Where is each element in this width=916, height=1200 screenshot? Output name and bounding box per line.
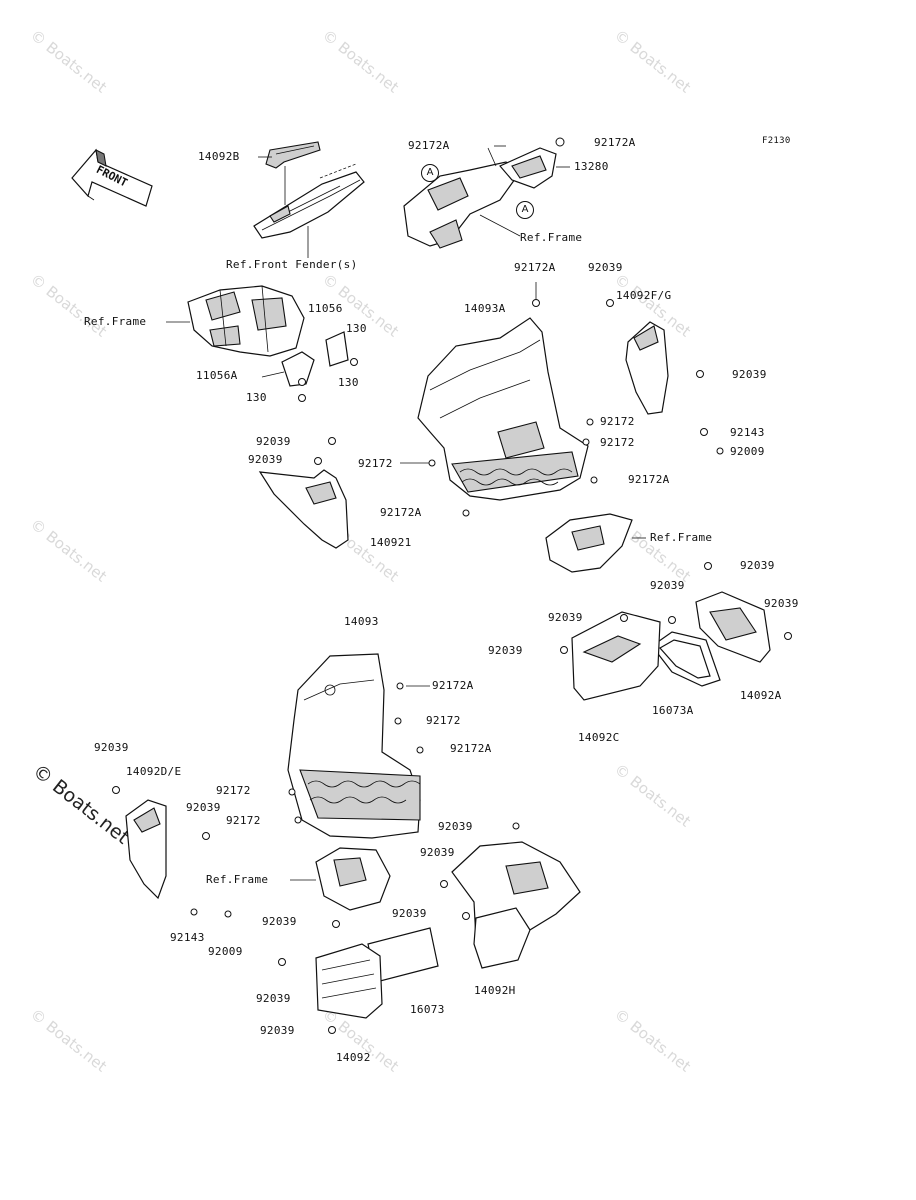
part-label: 92039: [260, 1024, 295, 1037]
frame-upper: [403, 147, 557, 249]
part-label: 92172A: [408, 139, 450, 152]
part-label: Ref.Front Fender(s): [226, 258, 358, 271]
part-label: 16073A: [652, 704, 694, 717]
part-label: 92039: [588, 261, 623, 274]
part-label: 92172A: [432, 679, 474, 692]
part-label: 16073: [410, 1003, 445, 1016]
part-label: 14092F/G: [616, 289, 672, 302]
part-label: 92143: [730, 426, 765, 439]
part-label: 92039: [392, 907, 427, 920]
part-14092h: [451, 841, 581, 969]
part-label: 92172A: [450, 742, 492, 755]
part-label: 92039: [262, 915, 297, 928]
part-label: 92039: [256, 435, 291, 448]
part-label: 14093A: [464, 302, 506, 315]
part-label: 14092A: [740, 689, 782, 702]
part-label: 130: [338, 376, 359, 389]
frame-left: [187, 285, 305, 357]
part-11056a: [281, 351, 315, 387]
part-label: 92039: [764, 597, 799, 610]
part-label: 92009: [208, 945, 243, 958]
part-label: 14093: [344, 615, 379, 628]
part-label: 92172A: [628, 473, 670, 486]
part-14092de: [125, 799, 167, 900]
part-14093: [287, 653, 421, 839]
part-label: 92172: [600, 415, 635, 428]
part-label: 92039: [248, 453, 283, 466]
part-label: 92039: [548, 611, 583, 624]
part-label: Ref.Frame: [650, 531, 713, 544]
part-label: 92039: [732, 368, 767, 381]
part-14092: [315, 943, 383, 1019]
part-label: 92039: [740, 559, 775, 572]
part-label: 92039: [256, 992, 291, 1005]
callout-a: A: [421, 164, 439, 182]
part-label: 92039: [488, 644, 523, 657]
part-14092fg: [625, 321, 669, 415]
part-label: 92143: [170, 931, 205, 944]
part-14093a: [417, 317, 589, 501]
part-label: 14092D/E: [126, 765, 182, 778]
part-label: 11056: [308, 302, 343, 315]
part-label: 14092C: [578, 731, 620, 744]
part-label: 14092H: [474, 984, 516, 997]
part-14092b: [265, 141, 321, 169]
part-label: 92039: [94, 741, 129, 754]
frame-bottom: [315, 847, 391, 911]
part-14092a: [695, 591, 771, 663]
part-label: 92009: [730, 445, 765, 458]
part-label: 92172A: [514, 261, 556, 274]
part-label: 92172A: [380, 506, 422, 519]
part-label: 92172: [358, 457, 393, 470]
part-label: 92039: [650, 579, 685, 592]
part-16073a: [651, 631, 721, 687]
front-arrow-icon: [71, 148, 153, 207]
part-label: 130: [346, 322, 367, 335]
part-label: Ref.Frame: [84, 315, 147, 328]
part-11056: [325, 331, 349, 367]
part-label: 14092: [336, 1051, 371, 1064]
part-label: 92172A: [594, 136, 636, 149]
part-label: 92039: [420, 846, 455, 859]
frame-mid: [545, 513, 633, 573]
part-label: 92172: [426, 714, 461, 727]
part-14092c: [571, 611, 661, 701]
part-label: Ref.Frame: [206, 873, 269, 886]
callout-a: A: [516, 201, 534, 219]
part-label: 13280: [574, 160, 609, 173]
part-label: 14092B: [198, 150, 240, 163]
part-label: 92172: [600, 436, 635, 449]
part-label: Ref.Frame: [520, 231, 583, 244]
part-label: 92039: [186, 801, 221, 814]
part-label: 11056A: [196, 369, 238, 382]
part-label: 140921: [370, 536, 412, 549]
front-fender-frame: [253, 163, 365, 239]
part-label: 92172: [216, 784, 251, 797]
part-140921: [258, 469, 349, 549]
part-label: 92172: [226, 814, 261, 827]
part-label: 130: [246, 391, 267, 404]
part-label: 92039: [438, 820, 473, 833]
figure-code: F2130: [762, 136, 791, 146]
